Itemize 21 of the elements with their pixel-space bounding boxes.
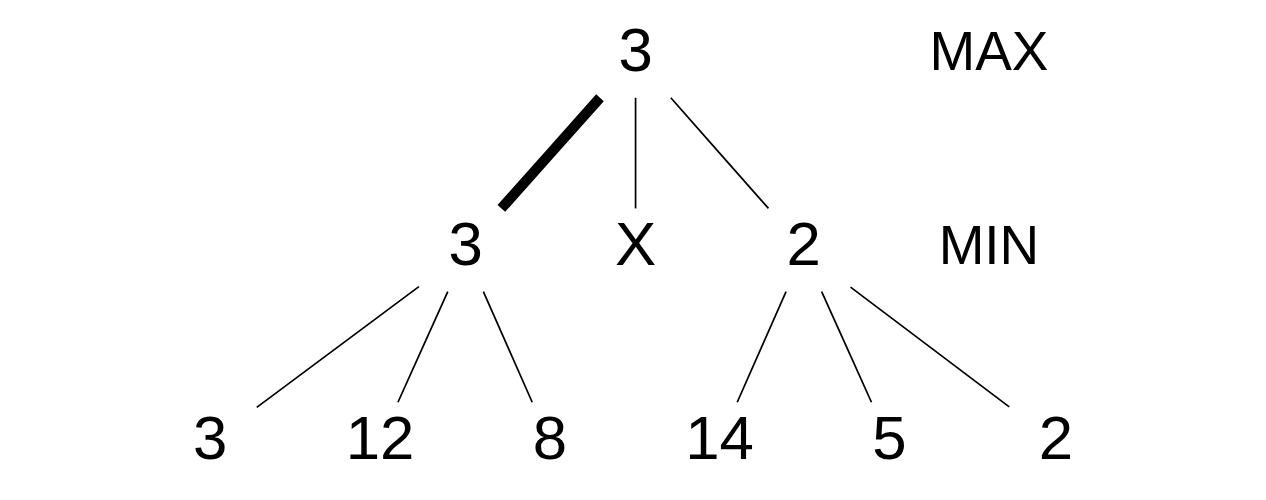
node-text: 12 [345,402,415,472]
connector [634,96,637,210]
node-text: 3 [193,402,228,472]
label: MIN [938,213,1040,276]
node-text: 3 [448,209,483,279]
connector [820,290,873,404]
node-text: 2 [786,209,821,279]
connector [482,290,534,404]
node-text: 3 [618,15,653,85]
node-text: 5 [872,402,907,472]
connector [736,290,787,404]
node-text: 8 [532,402,567,472]
node-text: X [614,209,657,279]
node-text: 2 [1038,402,1073,472]
connector [255,285,420,409]
connector [849,286,1011,408]
connector [669,96,770,210]
node-text: 14 [685,402,754,472]
connector [497,94,604,212]
label: MAX [929,20,1049,83]
connector [397,290,449,404]
